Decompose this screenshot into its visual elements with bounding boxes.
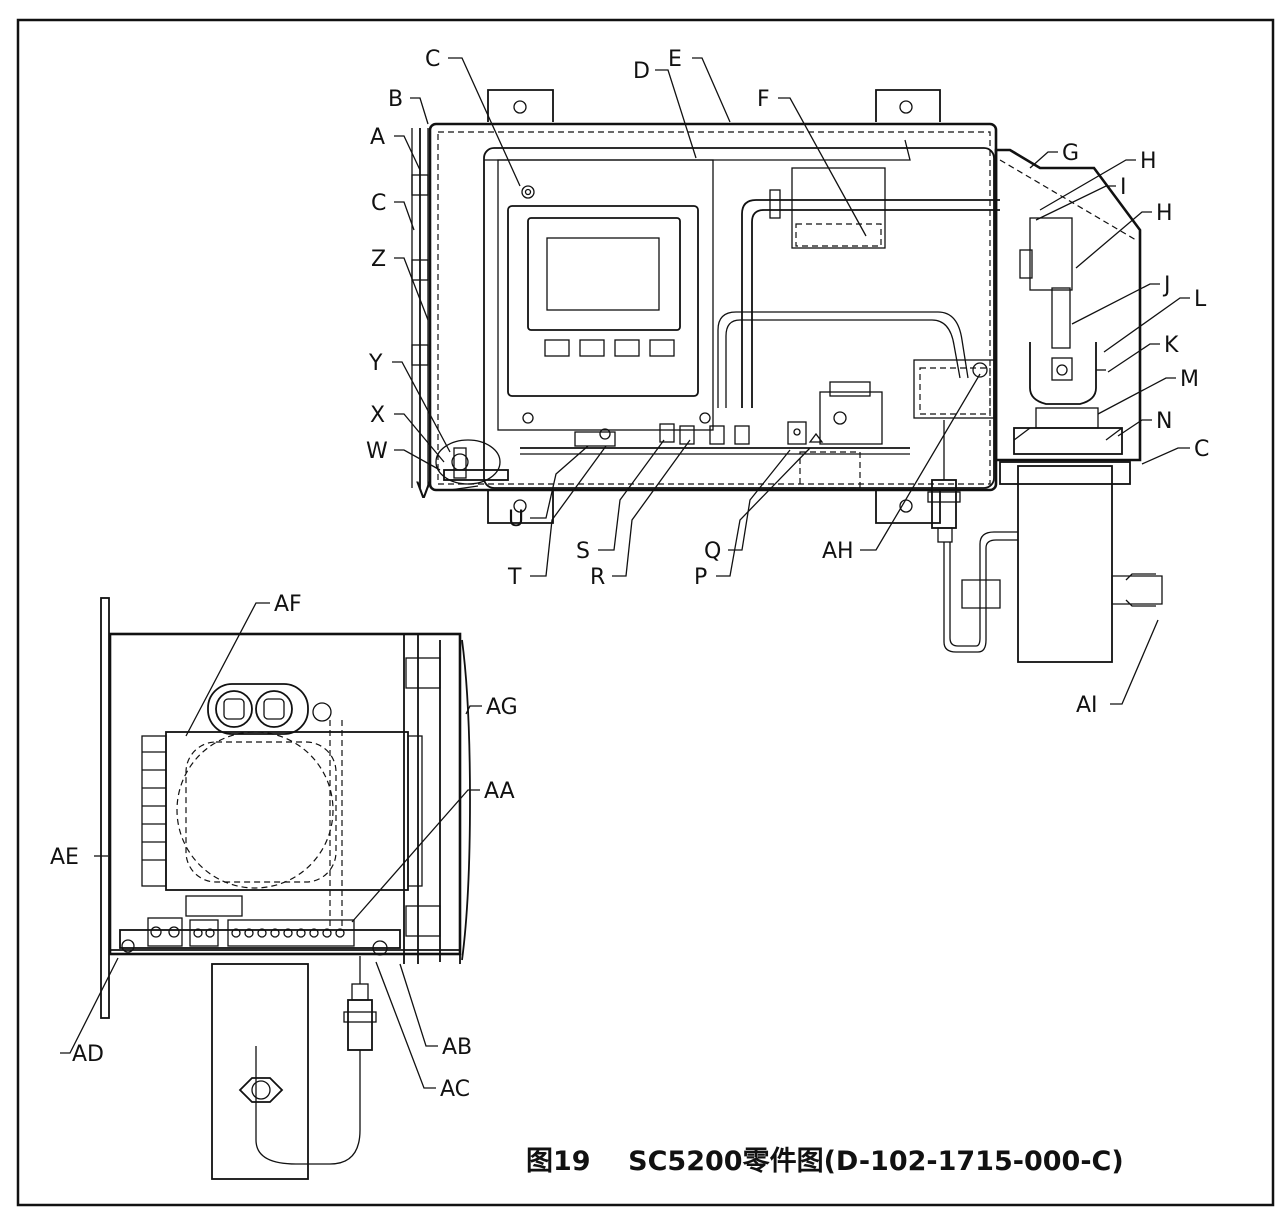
callout-n: N (1156, 409, 1172, 434)
callout-ai: AI (1076, 693, 1098, 718)
callout-v: V (416, 479, 431, 504)
callout-t: T (507, 565, 522, 590)
callout-k: K (1164, 333, 1179, 358)
callout-g: G (1062, 141, 1079, 166)
callout-ah: AH (822, 539, 854, 564)
callout-u: U (508, 507, 524, 532)
junction-box-drawing (100, 597, 471, 1180)
drawing-border (16, 18, 1275, 1207)
callout-w: W (366, 439, 388, 464)
callout-c-right: C (1194, 437, 1209, 462)
callout-a: A (370, 125, 385, 150)
callout-ad: AD (72, 1042, 104, 1067)
callout-q: Q (704, 539, 721, 564)
callout-l: L (1194, 287, 1207, 312)
callout-h-lower: H (1156, 201, 1173, 226)
callout-i: I (1120, 175, 1127, 200)
callout-p: P (694, 565, 707, 590)
callout-b: B (388, 87, 403, 112)
callout-c-top: C (425, 47, 440, 72)
callout-ab: AB (442, 1035, 472, 1060)
callout-e: E (668, 47, 682, 72)
callout-m: M (1180, 367, 1199, 392)
callout-h-top: H (1140, 149, 1157, 174)
main-enclosure-drawing (411, 89, 1163, 663)
callout-f: F (757, 87, 770, 112)
callout-ac: AC (440, 1077, 470, 1102)
figure-caption: 图19 SC5200零件图(D-102-1715-000-C) (526, 1146, 1124, 1177)
callout-labels: C D E F B A C Z Y X W V U T S R Q P AH G… (50, 47, 1209, 1102)
callout-s: S (576, 539, 590, 564)
callout-ae: AE (50, 845, 79, 870)
callout-x: X (370, 403, 385, 428)
callout-af: AF (274, 592, 302, 617)
callout-d: D (633, 59, 650, 84)
callout-c-left: C (371, 191, 386, 216)
callout-ag: AG (486, 695, 518, 720)
callout-y: Y (368, 351, 383, 376)
callout-z: Z (371, 247, 386, 272)
callout-aa: AA (484, 779, 515, 804)
callout-r: R (590, 565, 605, 590)
callout-j: J (1162, 273, 1171, 298)
leader-lines (60, 57, 1190, 1089)
